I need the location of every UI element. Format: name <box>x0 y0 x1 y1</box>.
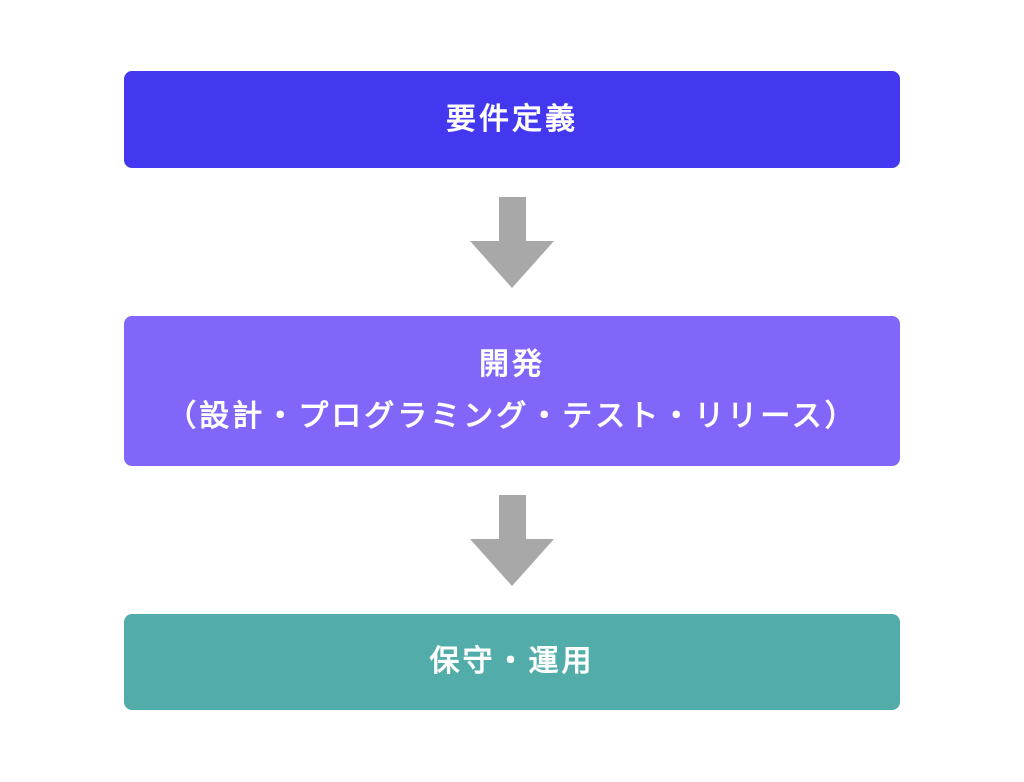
step-requirements-box: 要件定義 <box>124 71 900 168</box>
step-requirements-title: 要件定義 <box>446 101 578 137</box>
step-maintenance-title: 保守・運用 <box>429 644 595 679</box>
step-development-box: 開発 （設計・プログラミング・テスト・リリース） <box>124 316 900 466</box>
down-arrow-icon <box>470 495 554 586</box>
step-development-subtitle: （設計・プログラミング・テスト・リリース） <box>166 399 858 434</box>
step-maintenance-box: 保守・運用 <box>124 614 900 710</box>
down-arrow-icon <box>470 197 554 288</box>
step-development-title: 開発 <box>479 347 545 382</box>
